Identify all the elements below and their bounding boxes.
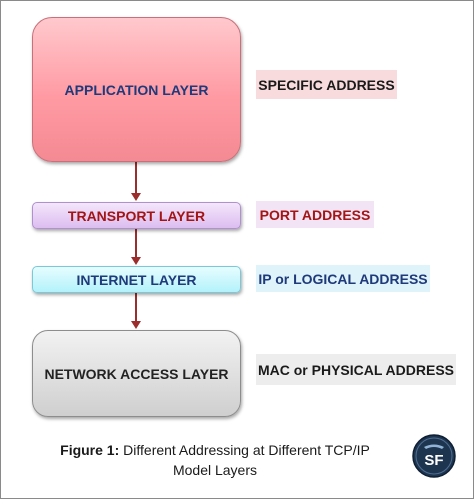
sf-logo-icon: SF [412, 434, 456, 478]
network-access-layer-label: NETWORK ACCESS LAYER [44, 365, 229, 382]
transport-layer-label: TRANSPORT LAYER [67, 207, 206, 224]
specific-address-label: SPECIFIC ADDRESS [256, 70, 397, 99]
application-layer-label: APPLICATION LAYER [64, 81, 209, 98]
caption-text-line2: Model Layers [172, 462, 258, 478]
ip-address-label: IP or LOGICAL ADDRESS [256, 265, 430, 292]
port-address-label: PORT ADDRESS [256, 201, 374, 228]
figure-caption: Figure 1: Different Addressing at Differ… [40, 440, 390, 480]
application-layer-box: APPLICATION LAYER [32, 17, 241, 162]
internet-layer-label: INTERNET LAYER [76, 271, 197, 288]
transport-layer-box: TRANSPORT LAYER [32, 202, 241, 229]
caption-text: Different Addressing at Different TCP/IP [123, 442, 370, 458]
caption-label: Figure 1: [60, 442, 120, 458]
network-access-layer-box: NETWORK ACCESS LAYER [32, 330, 241, 417]
logo-text: SF [424, 452, 443, 469]
mac-address-label: MAC or PHYSICAL ADDRESS [256, 354, 456, 385]
internet-layer-box: INTERNET LAYER [32, 266, 241, 293]
